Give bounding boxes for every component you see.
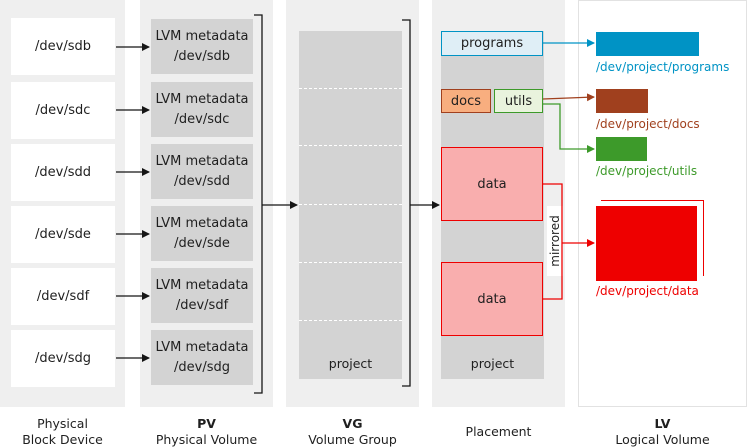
- device-label: /dev/sdb: [35, 39, 91, 54]
- placement-data-primary: data: [441, 147, 543, 221]
- arrow-utils: [543, 103, 595, 153]
- pv-title: LVM metadata: [155, 277, 249, 293]
- arrow-docs: [542, 93, 595, 102]
- pv-sde: LVM metadata /dev/sde: [151, 206, 253, 261]
- pv-title: LVM metadata: [155, 91, 249, 107]
- col-title-placement: Placement: [432, 424, 565, 440]
- lv-utils-label: /dev/project/utils: [596, 164, 698, 178]
- vg-name: project: [328, 355, 373, 371]
- col-title-pv-line1: PV: [197, 416, 216, 431]
- placement-docs: docs: [441, 89, 491, 113]
- vg-block: project: [299, 31, 402, 379]
- col-title-physical-line2: Block Device: [22, 432, 103, 447]
- pv-title: LVM metadata: [155, 28, 249, 44]
- device-label: /dev/sdf: [36, 289, 90, 304]
- vg-extent-divider: [299, 262, 402, 263]
- vg-bracket: [402, 19, 411, 387]
- col-title-vg: VG Volume Group: [286, 416, 419, 448]
- col-title-placement-line1: Placement: [465, 424, 532, 439]
- lv-programs-block: [596, 32, 699, 56]
- pv-device: /dev/sdb: [174, 48, 230, 64]
- device-label: /dev/sde: [35, 227, 91, 242]
- lv-column: [578, 0, 747, 407]
- pv-bracket: [254, 14, 263, 394]
- pv-device: /dev/sdc: [174, 111, 230, 127]
- pv-device: /dev/sdd: [174, 173, 230, 189]
- col-title-lv-line1: LV: [654, 416, 671, 431]
- placement-programs: programs: [441, 31, 543, 56]
- vg-extent-divider: [299, 88, 402, 89]
- device-sdf: /dev/sdf: [11, 268, 115, 325]
- col-title-vg-line2: Volume Group: [308, 432, 397, 447]
- placement-name: project: [470, 355, 515, 371]
- pv-device: /dev/sdg: [174, 359, 230, 375]
- pv-sdg: LVM metadata /dev/sdg: [151, 330, 253, 385]
- col-title-lv-line2: Logical Volume: [615, 432, 710, 447]
- vg-extent-divider: [299, 204, 402, 205]
- device-sdg: /dev/sdg: [11, 330, 115, 387]
- col-title-pv: PV Physical Volume: [140, 416, 273, 448]
- pv-title: LVM metadata: [155, 215, 249, 231]
- pv-title: LVM metadata: [155, 153, 249, 169]
- col-title-physical-line1: Physical: [37, 416, 88, 431]
- col-title-vg-line1: VG: [342, 416, 363, 431]
- col-title-pv-line2: Physical Volume: [155, 432, 258, 447]
- lv-utils-block: [596, 137, 647, 161]
- placement-data-mirror: data: [441, 262, 543, 336]
- pv-title: LVM metadata: [155, 339, 249, 355]
- pv-device: /dev/sde: [174, 235, 230, 251]
- device-sdd: /dev/sdd: [11, 144, 115, 201]
- device-label: /dev/sdc: [35, 103, 91, 118]
- lv-data-mirror-outline: [601, 200, 704, 276]
- device-sde: /dev/sde: [11, 206, 115, 263]
- lv-programs-label: /dev/project/programs: [596, 60, 730, 74]
- lv-data-block: [596, 206, 697, 281]
- lv-data-label: /dev/project/data: [596, 284, 699, 298]
- device-sdc: /dev/sdc: [11, 82, 115, 139]
- vg-extent-divider: [299, 320, 402, 321]
- lv-docs-block: [596, 89, 648, 113]
- device-label: /dev/sdg: [35, 351, 91, 366]
- col-title-lv: LV Logical Volume: [578, 416, 747, 448]
- col-title-physical: Physical Block Device: [0, 416, 125, 448]
- pv-device: /dev/sdf: [175, 297, 229, 313]
- pv-sdd: LVM metadata /dev/sdd: [151, 144, 253, 199]
- lv-docs-label: /dev/project/docs: [596, 117, 700, 131]
- pv-sdb: LVM metadata /dev/sdb: [151, 19, 253, 74]
- device-sdb: /dev/sdb: [11, 18, 115, 75]
- mirror-bracket: [543, 183, 563, 300]
- pv-sdc: LVM metadata /dev/sdc: [151, 82, 253, 137]
- placement-utils: utils: [494, 89, 543, 113]
- pv-sdf: LVM metadata /dev/sdf: [151, 268, 253, 323]
- vg-extent-divider: [299, 145, 402, 146]
- device-label: /dev/sdd: [35, 165, 91, 180]
